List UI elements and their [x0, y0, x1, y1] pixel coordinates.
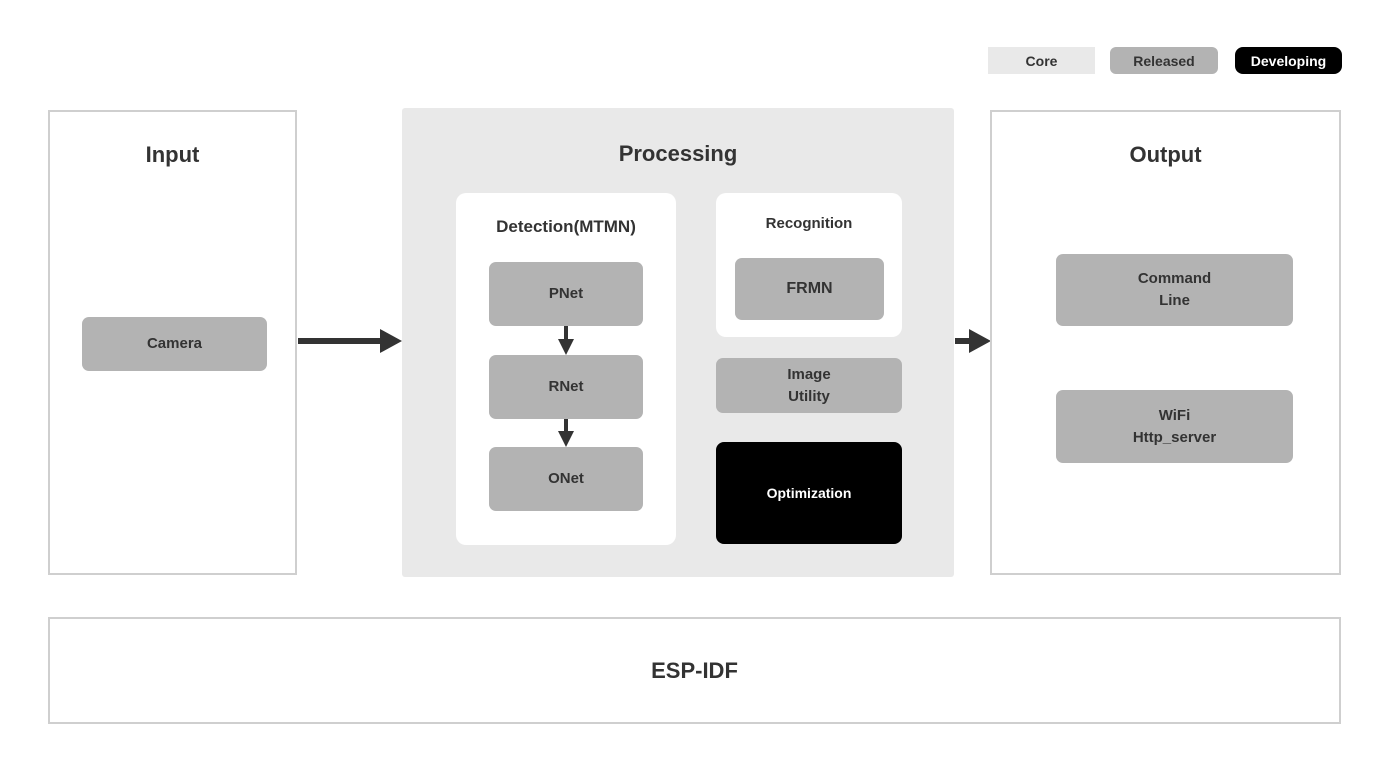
legend-released-label: Released: [1133, 52, 1195, 69]
command-line-node: Command Line: [1056, 254, 1293, 326]
onet-label: ONet: [548, 470, 584, 488]
rnet-label: RNet: [548, 378, 584, 396]
rnet-node: RNet: [489, 355, 643, 419]
optimization-node: Optimization: [716, 442, 902, 544]
pnet-label: PNet: [548, 285, 584, 303]
recognition-group-title: Recognition: [765, 215, 853, 232]
input-panel-title: Input: [145, 142, 200, 167]
legend-developing-label: Developing: [1250, 52, 1327, 69]
wifi-http-server-label: WiFi Http_server: [1132, 406, 1217, 446]
image-utility-node: Image Utility: [716, 358, 902, 413]
legend-chip-released: Released: [1110, 47, 1218, 74]
recognition-group: Recognition FRMN: [716, 193, 902, 337]
frmn-node: FRMN: [735, 258, 884, 320]
pnet-node: PNet: [489, 262, 643, 326]
image-utility-label: Image Utility: [787, 365, 831, 405]
esp-idf-label: ESP-IDF: [651, 657, 738, 683]
arrow-pnet-to-rnet-head: [558, 339, 574, 355]
esp-idf-foundation: ESP-IDF: [48, 617, 1341, 724]
wifi-http-server-node: WiFi Http_server: [1056, 390, 1293, 463]
legend-core-label: Core: [1025, 52, 1058, 69]
input-panel: Input Camera: [48, 110, 297, 575]
frmn-label: FRMN: [786, 280, 833, 298]
camera-node: Camera: [82, 317, 267, 371]
processing-panel: Processing Detection(MTMN) PNet RNet ONe…: [402, 108, 954, 577]
legend-chip-core: Core: [988, 47, 1095, 74]
onet-node: ONet: [489, 447, 643, 511]
output-panel-title: Output: [1129, 142, 1202, 167]
arrow-rnet-to-onet-head: [558, 431, 574, 447]
arrow-input-to-processing-line: [298, 338, 380, 344]
optimization-label: Optimization: [766, 485, 852, 501]
output-panel: Output Command Line WiFi Http_server: [990, 110, 1341, 575]
arrow-rnet-to-onet-line: [564, 419, 568, 431]
detection-group-title: Detection(MTMN): [496, 217, 636, 236]
camera-label: Camera: [146, 335, 203, 353]
arrow-input-to-processing-head: [380, 329, 402, 353]
arrow-pnet-to-rnet-line: [564, 326, 568, 339]
processing-panel-title: Processing: [618, 141, 738, 166]
command-line-label: Command Line: [1137, 270, 1212, 309]
arrow-processing-to-output-line: [955, 338, 969, 344]
legend-chip-developing: Developing: [1235, 47, 1342, 74]
arrow-processing-to-output-head: [969, 329, 991, 353]
detection-group: Detection(MTMN) PNet RNet ONet: [456, 193, 676, 545]
